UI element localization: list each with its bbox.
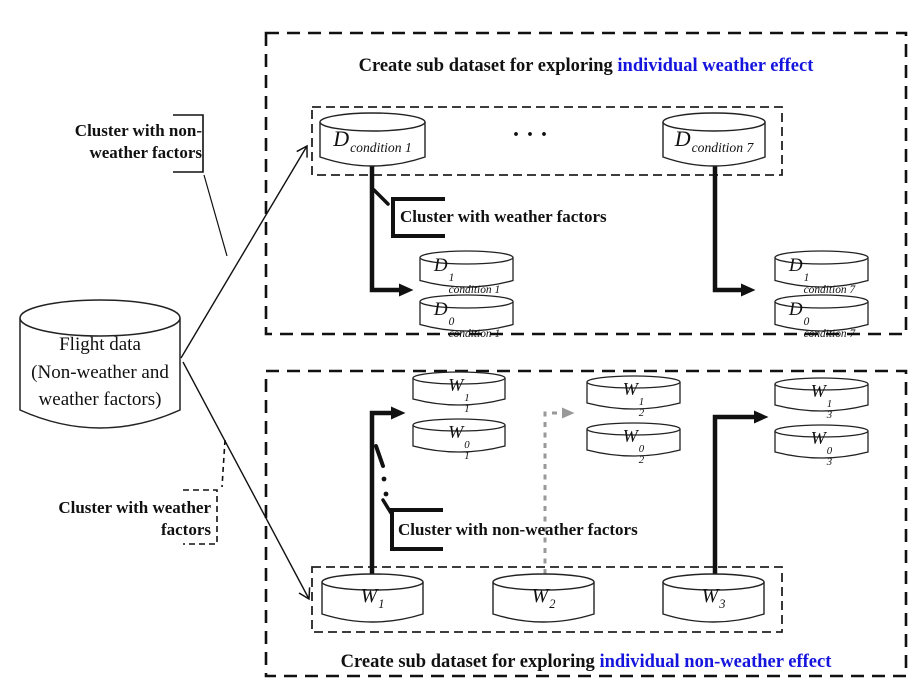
label-line: (Non-weather and (31, 361, 169, 383)
label-line: factors (160, 519, 211, 539)
label-line: Flight data (59, 334, 141, 355)
cylinder-w1-1 (412, 371, 506, 406)
label-cluster-non-weather: Cluster with non- weather factors (30, 120, 202, 163)
bottom-panel-title: Create sub dataset for exploring individ… (266, 649, 906, 675)
cylinder-w3-1 (774, 377, 869, 412)
cylinder-w1-0 (412, 418, 506, 453)
top-panel-title: Create sub dataset for exploring individ… (266, 53, 906, 79)
cylinder-w3 (662, 573, 765, 623)
elbow-arrow-condition7 (712, 162, 756, 297)
label-d-condition-7: Dcondition 7 (674, 126, 754, 156)
label-line: weather factors (89, 142, 202, 162)
label-line: weather factors) (38, 389, 162, 410)
bracket-cluster-non-weather (173, 114, 228, 257)
label-d-condition-1: Dcondition 1 (333, 126, 412, 156)
label-line: Cluster with non- (74, 121, 202, 140)
cylinder-w2 (492, 573, 595, 623)
label-w3: W3 (701, 585, 726, 611)
cylinder-d1-condition-7 (774, 250, 869, 288)
label-w2: W2 (531, 585, 556, 611)
elbow-arrow-w2-dashed (543, 407, 575, 574)
cylinder-w2-0 (586, 422, 681, 457)
cylinder-w2-1 (586, 375, 681, 410)
top-panel-box (264, 31, 908, 336)
cylinder-w3-0 (774, 424, 869, 459)
callout-cluster-non-weather-factors: Cluster with non-weather factors (398, 520, 638, 539)
elbow-arrow-w3 (712, 410, 769, 574)
elbow-arrow-condition1 (369, 162, 414, 297)
label-line: Cluster with weather (58, 498, 211, 517)
callout-cluster-weather-factors: Cluster with weather factors (400, 207, 607, 226)
cylinder-w1 (321, 573, 424, 623)
cylinder-d0-condition-1 (419, 294, 514, 332)
label-cluster-weather: Cluster with weather factors (40, 497, 211, 540)
label-w1: W1 (360, 585, 385, 611)
arrow-to-bottom-panel (182, 361, 311, 601)
arrow-to-top-panel (180, 144, 308, 359)
horizontal-ellipsis: · · · (511, 122, 548, 148)
callout-frame-weather (391, 197, 445, 238)
bracket-cluster-weather (183, 439, 226, 545)
cylinder-d0-condition-7 (774, 294, 869, 332)
cylinder-d-condition-7 (662, 112, 766, 167)
bottom-title-black: Create sub dataset for exploring (340, 652, 600, 672)
top-title-blue: individual weather effect (617, 56, 814, 76)
callout-frame-non-weather (381, 498, 443, 551)
label-flight-data: Flight data (Non-weather and weather fac… (20, 331, 180, 414)
cylinder-flight-data (19, 299, 181, 429)
bottom-panel-box (264, 369, 908, 678)
bottom-title-blue: individual non-weather effect (599, 652, 832, 672)
vertical-ellipsis (381, 476, 389, 497)
cylinder-d-condition-1 (319, 112, 426, 167)
cylinder-d1-condition-1 (419, 250, 514, 288)
top-title-black: Create sub dataset for exploring (358, 56, 618, 76)
elbow-arrow-w1 (369, 406, 406, 576)
